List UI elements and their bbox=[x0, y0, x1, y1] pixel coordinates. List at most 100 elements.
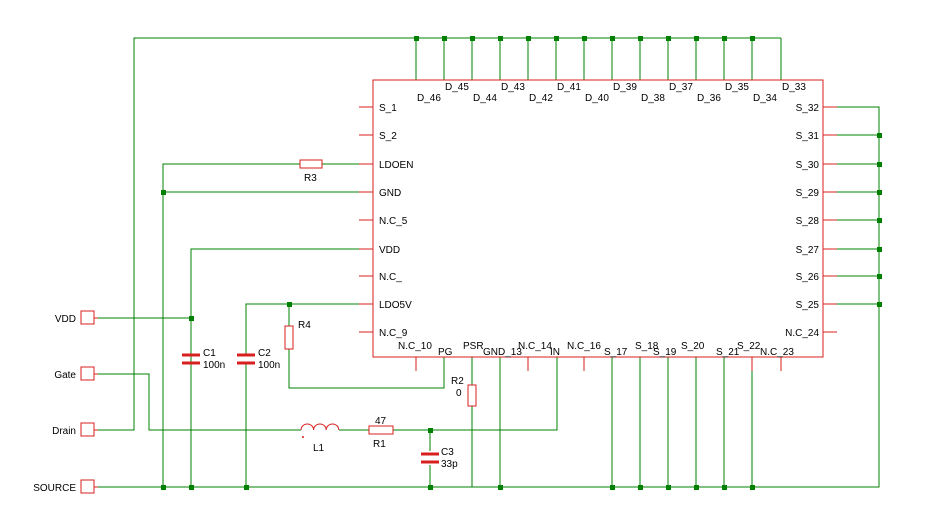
pin-label-psr: PSR bbox=[463, 341, 484, 352]
junction-dot bbox=[750, 36, 755, 41]
junction-dot bbox=[498, 485, 503, 490]
pin-label-s-31: S_31 bbox=[796, 131, 820, 142]
port-drain[interactable]: Drain bbox=[52, 422, 98, 437]
capacitor-c2[interactable]: C2 100n bbox=[237, 348, 280, 371]
pin-label-d-36: D_36 bbox=[697, 93, 721, 104]
wires bbox=[98, 37, 880, 488]
junction-dot bbox=[161, 485, 166, 490]
junction-dot bbox=[877, 162, 882, 167]
junction-dot bbox=[161, 190, 166, 195]
capacitor-c3-value: 33p bbox=[441, 459, 458, 470]
junction-dot bbox=[638, 36, 643, 41]
pin-label-d-35: D_35 bbox=[725, 82, 749, 93]
capacitor-c1-value: 100n bbox=[203, 360, 225, 371]
pin-label-d-34: D_34 bbox=[753, 93, 777, 104]
wire-ldo5v bbox=[245, 303, 373, 487]
junction-dot bbox=[428, 428, 433, 433]
resistor-r1-ref: R1 bbox=[373, 439, 386, 450]
pin-label-n-c-10: N.C_10 bbox=[398, 341, 432, 352]
junction-dot bbox=[638, 485, 643, 490]
resistor-r2[interactable]: R2 0 bbox=[451, 376, 477, 407]
junction-dot bbox=[526, 36, 531, 41]
pin-label-s-17: S_17 bbox=[604, 347, 628, 358]
resistor-r3-body bbox=[299, 159, 323, 169]
pin-label-gnd: GND bbox=[379, 188, 401, 199]
pin-label-s-25: S_25 bbox=[796, 300, 820, 311]
junction-dot bbox=[877, 302, 882, 307]
port-gate[interactable]: Gate bbox=[54, 366, 98, 381]
port-vdd-box bbox=[80, 310, 95, 325]
resistor-r4[interactable]: R4 bbox=[284, 320, 311, 350]
wire-ldoen bbox=[162, 163, 300, 487]
pin-label-s-2: S_2 bbox=[379, 131, 397, 142]
junction-dot bbox=[470, 36, 475, 41]
pin-label-gnd-13: GND_13 bbox=[483, 347, 522, 358]
port-vdd-label: VDD bbox=[55, 314, 76, 325]
resistor-r3[interactable]: R3 bbox=[299, 159, 323, 184]
resistor-r2-body bbox=[467, 384, 477, 407]
pin-label-s-19: S_19 bbox=[653, 347, 677, 358]
resistor-r3-ref: R3 bbox=[304, 173, 317, 184]
junction-dot bbox=[498, 36, 503, 41]
wire-drain-bus bbox=[98, 37, 781, 431]
pin-label-d-43: D_43 bbox=[501, 82, 525, 93]
junction-dot bbox=[722, 36, 727, 41]
resistor-r2-ref: R2 bbox=[451, 376, 464, 387]
pin-label-pg: PG bbox=[438, 347, 453, 358]
pin-label-s-20: S_20 bbox=[681, 341, 705, 352]
port-drain-box bbox=[80, 422, 95, 437]
capacitor-c1[interactable]: C1 100n bbox=[182, 348, 225, 371]
junction-dot bbox=[610, 36, 615, 41]
junction-dot bbox=[750, 485, 755, 490]
port-source[interactable]: SOURCE bbox=[33, 479, 98, 494]
pin-label-s-18: S_18 bbox=[635, 341, 659, 352]
wire-r4-pg bbox=[288, 349, 445, 389]
junction-dot bbox=[428, 485, 433, 490]
ports: VDD Gate Drain SOURCE bbox=[33, 310, 98, 494]
pin-label-s-30: S_30 bbox=[796, 160, 820, 171]
pin-label-d-42: D_42 bbox=[529, 93, 553, 104]
ic-chip[interactable]: S_1S_2LDOENGNDN.C_5VDDN.C_LDO5VN.C_9S_32… bbox=[359, 79, 837, 371]
wire-vdd-net bbox=[98, 248, 373, 319]
port-source-box bbox=[80, 479, 95, 494]
junction-dot bbox=[610, 485, 615, 490]
capacitor-c2-ref: C2 bbox=[258, 348, 271, 359]
resistor-r2-value: 0 bbox=[456, 388, 462, 399]
resistor-r1[interactable]: 47 R1 bbox=[368, 416, 394, 450]
junction-dot bbox=[877, 133, 882, 138]
ic-chip-body bbox=[372, 79, 824, 358]
pin-label-n-c-9: N.C_9 bbox=[379, 328, 408, 339]
capacitor-c3[interactable]: C3 33p bbox=[421, 447, 458, 470]
junction-dot bbox=[244, 485, 249, 490]
wire-gate-net bbox=[98, 373, 301, 431]
pin-label-vdd: VDD bbox=[379, 245, 400, 256]
junction-dot bbox=[414, 36, 419, 41]
resistor-r4-body bbox=[284, 325, 294, 350]
pin-label-d-37: D_37 bbox=[669, 82, 693, 93]
pin-label-ldoen: LDOEN bbox=[379, 160, 413, 171]
junction-dot bbox=[666, 485, 671, 490]
pin-label-d-41: D_41 bbox=[557, 82, 581, 93]
pin-label-s-27: S_27 bbox=[796, 245, 820, 256]
junction-dot bbox=[666, 36, 671, 41]
pin-label-n-c-14: N.C_14 bbox=[518, 341, 552, 352]
pin-label-d-39: D_39 bbox=[613, 82, 637, 93]
port-vdd[interactable]: VDD bbox=[55, 310, 98, 325]
pin-label-s-21: S_21 bbox=[716, 347, 740, 358]
pin-label-d-40: D_40 bbox=[585, 93, 609, 104]
pin-label-s-32: S_32 bbox=[796, 103, 820, 114]
inductor-l1-coil bbox=[300, 423, 340, 431]
components: R3 R4 R2 0 47 R1 L1 C1 100n bbox=[182, 159, 477, 470]
pin-label-s-26: S_26 bbox=[796, 272, 820, 283]
inductor-l1-ref: L1 bbox=[313, 443, 325, 454]
wire-r1-in bbox=[393, 357, 558, 431]
junction-dots bbox=[161, 36, 882, 490]
pin-label-ldo5v: LDO5V bbox=[379, 300, 412, 311]
inductor-l1[interactable]: L1 bbox=[300, 423, 340, 454]
port-gate-label: Gate bbox=[54, 370, 76, 381]
junction-dot bbox=[694, 485, 699, 490]
junction-dot bbox=[694, 36, 699, 41]
junction-dot bbox=[877, 274, 882, 279]
pin-label-n-c-5: N.C_5 bbox=[379, 216, 408, 227]
junction-dot bbox=[877, 218, 882, 223]
